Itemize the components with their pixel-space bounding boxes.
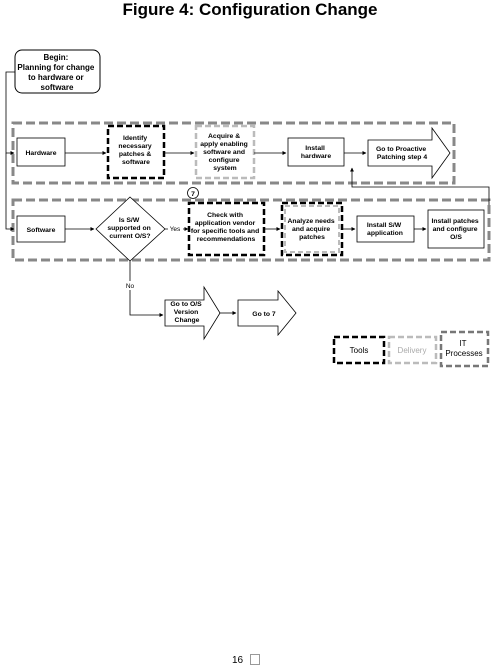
goto-proactive-arrow	[367, 126, 451, 180]
goto-os-version-label: Go to O/S Version Change	[170, 301, 203, 324]
goto-7-arrow	[237, 289, 297, 337]
begin-to-hardware-connector	[5, 71, 15, 155]
identify-patches-label: Identify necessary patches & software	[118, 135, 153, 166]
analyze-needs-label: Analyze needs and acquire patches	[287, 218, 336, 241]
begin-to-software-connector	[5, 153, 15, 231]
no-label: No	[126, 283, 135, 290]
check-vendor-box	[187, 201, 266, 257]
step-number: 7	[191, 191, 195, 198]
hardware-box	[16, 137, 66, 167]
feedback-connector	[350, 167, 490, 205]
no-label-bg	[123, 281, 137, 290]
yes-label-bg	[168, 224, 183, 233]
legend-delivery-label: Delivery	[398, 346, 427, 355]
acquire-apply-box	[194, 124, 256, 180]
step-number-circle	[187, 187, 199, 199]
software-label: Software	[27, 227, 56, 234]
decision-label: Is S/W supported on current O/S?	[107, 217, 152, 240]
install-patches-label: Install patches and configure O/S	[431, 218, 480, 241]
check-vendor-label: Check with application vendor for specif…	[191, 212, 261, 243]
page-box-icon	[250, 654, 260, 665]
no-connector	[129, 261, 164, 317]
figure-title: Figure 4: Configuration Change	[122, 0, 378, 19]
begin-box	[14, 49, 101, 94]
legend-tools	[332, 335, 386, 365]
goto-7-label: Go to 7	[252, 311, 276, 318]
analyze-needs-box	[284, 205, 340, 253]
yes-label: Yes	[170, 226, 181, 233]
acquire-apply-label: Acquire & apply enabling software and co…	[200, 133, 249, 172]
install-hardware-label: Install hardware	[301, 145, 331, 160]
install-sw-label: Install S/W application	[367, 222, 403, 237]
legend-tools-label: Tools	[350, 346, 369, 355]
page-number: 16	[232, 655, 244, 666]
legend-it-processes-label: IT Processes	[445, 339, 482, 358]
legend-delivery	[387, 335, 438, 365]
hardware-label: Hardware	[26, 150, 57, 157]
install-patches-box	[427, 209, 485, 249]
legend-it-processes	[439, 330, 490, 368]
begin-text: Begin: Planning for change to hardware o…	[17, 53, 96, 92]
install-sw-box	[356, 215, 415, 243]
hardware-lane-frame	[11, 121, 456, 185]
install-hardware-box	[287, 137, 345, 167]
identify-patches-box	[106, 124, 166, 180]
software-box	[16, 215, 66, 243]
goto-proactive-label: Go to Proactive Patching step 4	[376, 146, 428, 161]
goto-os-version-arrow	[164, 285, 221, 341]
